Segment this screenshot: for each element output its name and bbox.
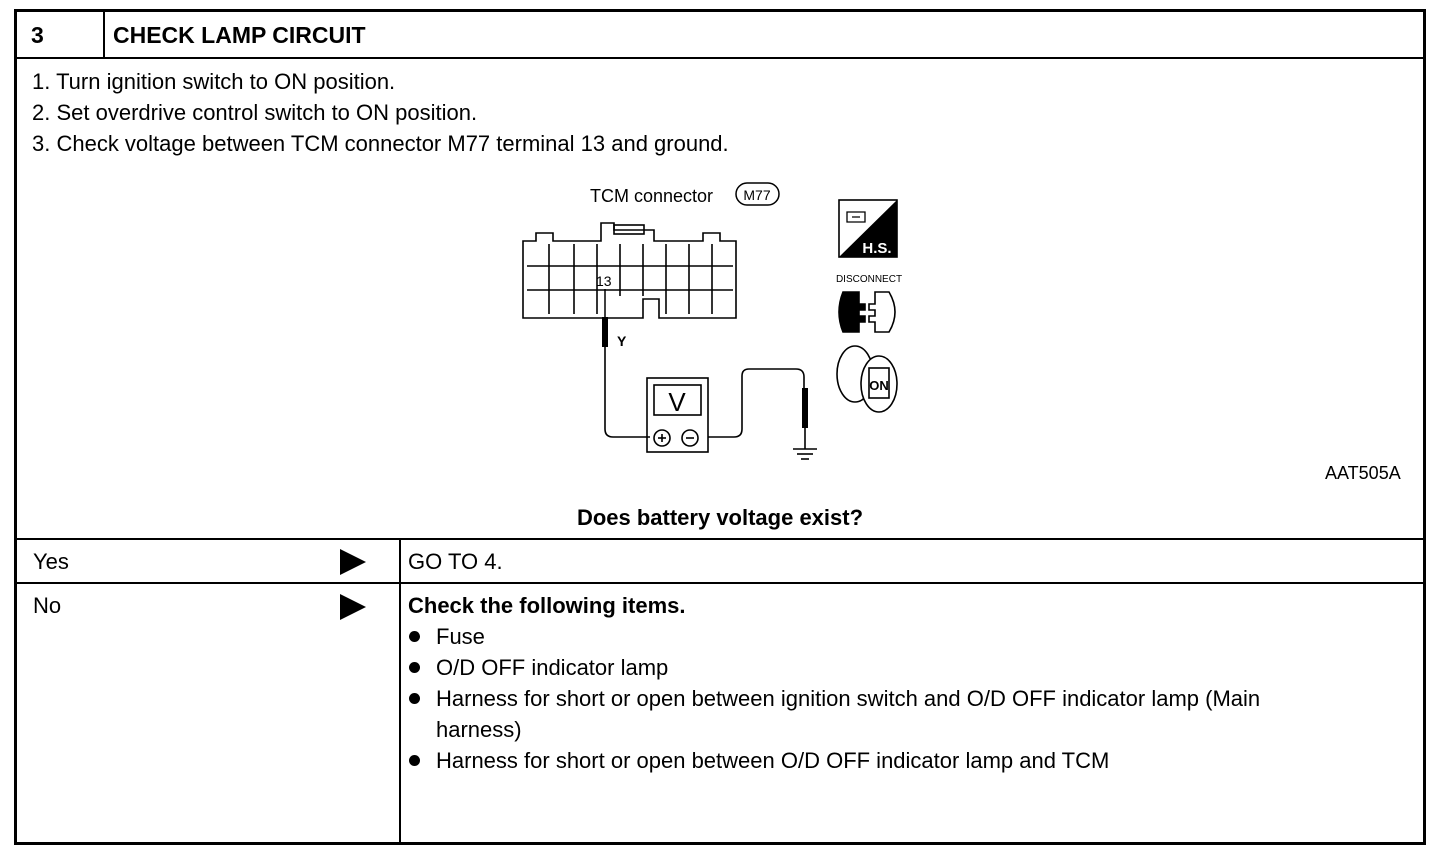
terminal-13-label: 13 <box>596 273 612 289</box>
question: Does battery voltage exist? <box>576 505 864 530</box>
probe-terminal <box>602 317 608 347</box>
check-item-harness-1-cont: harness) <box>436 717 522 742</box>
bullet-icon <box>409 662 420 673</box>
tcm-connector <box>522 222 737 319</box>
check-item-harness-2: Harness for short or open between O/D OF… <box>436 748 1110 773</box>
bullet-icon <box>409 693 420 704</box>
bullet-icon <box>409 755 420 766</box>
connector-badge: M77 <box>743 187 770 203</box>
answer-yes: Yes <box>33 549 69 574</box>
wiring-figure: TCM connector M77 13 Y <box>522 182 1401 483</box>
results-mid-divider <box>17 582 1423 584</box>
no-arrow-icon <box>340 594 366 620</box>
step-number: 3 <box>31 22 44 48</box>
check-item-harness-1: Harness for short or open between igniti… <box>436 686 1261 711</box>
yes-arrow-icon <box>340 549 366 575</box>
connector-label: TCM connector <box>590 186 713 206</box>
header-divider <box>17 57 1423 59</box>
figure-id: AAT505A <box>1325 463 1401 483</box>
ignition-on-icon <box>836 345 898 413</box>
no-action-title: Check the following items. <box>408 593 686 618</box>
instruction-1: 1. Turn ignition switch to ON position. <box>32 69 396 94</box>
hs-label: H.S. <box>862 240 891 257</box>
on-label: ON <box>869 378 889 393</box>
disconnect-label: DISCONNECT <box>836 274 902 285</box>
meter-label: V <box>668 387 686 417</box>
results-top-divider <box>17 538 1423 540</box>
step-title: CHECK LAMP CIRCUIT <box>113 22 366 48</box>
probe-ground <box>802 388 808 428</box>
check-item-indicator-lamp: O/D OFF indicator lamp <box>436 655 669 680</box>
yes-action: GO TO 4. <box>408 549 503 574</box>
check-item-fuse: Fuse <box>436 624 485 649</box>
step-table: 3 CHECK LAMP CIRCUIT 1. Turn ignition sw… <box>14 9 1426 845</box>
wire-color: Y <box>617 333 627 349</box>
voltmeter <box>646 377 709 453</box>
disconnect-icon <box>838 291 896 333</box>
results-column-divider <box>399 539 401 842</box>
hs-icon <box>838 199 898 258</box>
answer-no: No <box>33 593 62 618</box>
bullet-icon <box>409 631 420 642</box>
connector-badge-outline <box>735 182 780 206</box>
header-column-divider <box>103 12 105 58</box>
instruction-3: 3. Check voltage between TCM connector M… <box>32 131 729 156</box>
instruction-2: 2. Set overdrive control switch to ON po… <box>32 100 478 125</box>
